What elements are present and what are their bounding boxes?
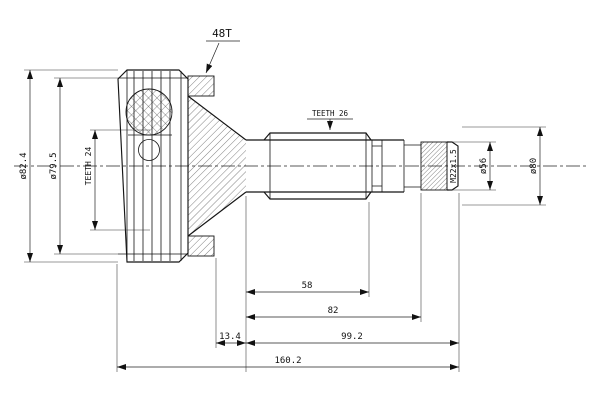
inner-spline-label: TEETH 24 bbox=[84, 147, 93, 186]
dim-shaft-length: 99.2 bbox=[341, 332, 363, 342]
dim-neck-length: 13.4 bbox=[219, 332, 241, 342]
right-dimensions: M22x1.5 ø56 ø80 bbox=[449, 126, 546, 206]
threaded-end bbox=[420, 141, 459, 191]
abs-teeth-callout: 48T bbox=[205, 27, 240, 74]
bearing-ball-section bbox=[125, 88, 173, 136]
thread-spec-label: M22x1.5 bbox=[449, 149, 458, 183]
drive-shaft bbox=[246, 132, 459, 200]
dim-overall-length: 160.2 bbox=[274, 356, 301, 366]
circlip-groove bbox=[371, 140, 383, 192]
shaft-spline-label: TEETH 26 bbox=[312, 109, 349, 118]
neck-cone bbox=[187, 95, 247, 237]
housing-outer-dia-label: ø82.4 bbox=[19, 152, 29, 179]
dim-spline-length: 58 bbox=[302, 281, 313, 291]
shaft-spline-callout: TEETH 26 bbox=[307, 109, 353, 130]
abs-tone-ring bbox=[187, 75, 215, 257]
inner-race-detail bbox=[138, 139, 160, 161]
dia-80-label: ø80 bbox=[529, 158, 539, 174]
dia-56-label: ø56 bbox=[479, 158, 489, 174]
shaft-spline-section bbox=[263, 132, 372, 200]
abs-teeth-label: 48T bbox=[212, 27, 232, 40]
dim-to-thread: 82 bbox=[328, 306, 339, 316]
left-dimensions: ø82.4 ø79.5 TEETH 24 bbox=[19, 69, 150, 263]
housing-inner-dia-label: ø79.5 bbox=[49, 152, 59, 179]
bottom-dimensions: 58 82 13.4 99.2 160.2 bbox=[116, 193, 460, 372]
